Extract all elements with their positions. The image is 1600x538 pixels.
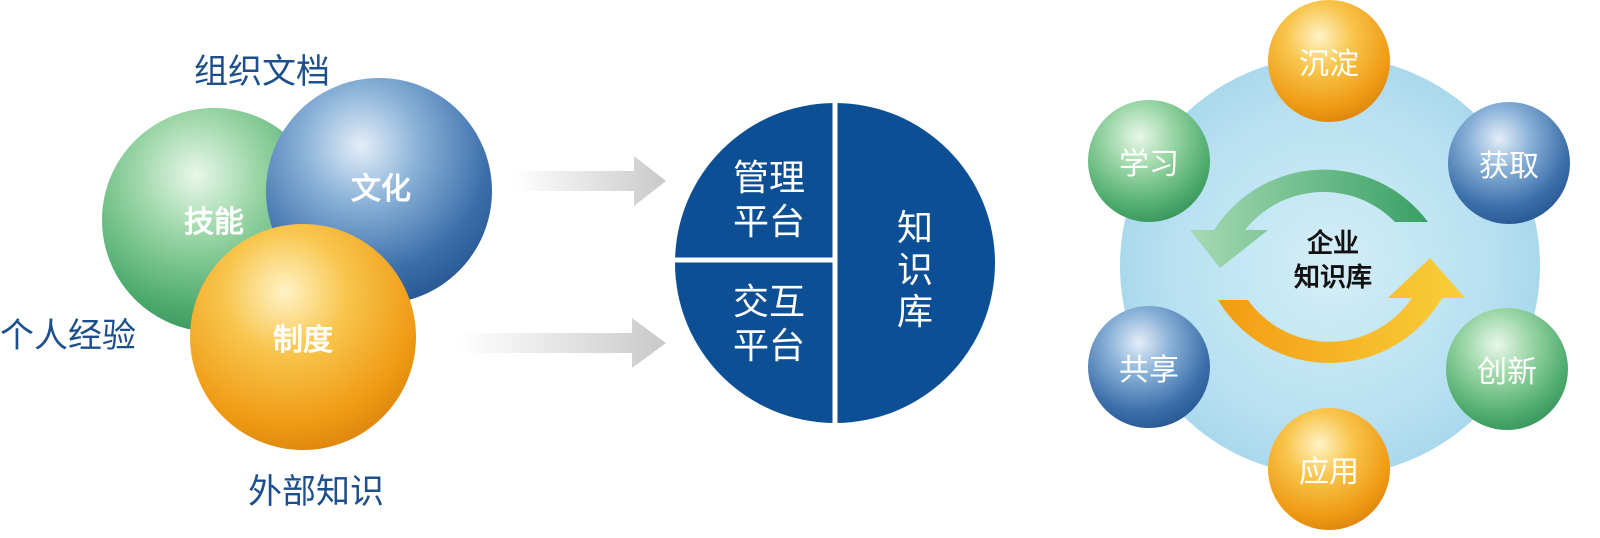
ball-innovate-label: 创新	[1477, 355, 1537, 390]
ball-deposit: 沉淀	[1268, 0, 1390, 122]
ball-learn-label: 学习	[1119, 147, 1179, 182]
ball-deposit-label: 沉淀	[1299, 47, 1359, 82]
interaction-platform-line2: 平台	[733, 326, 805, 367]
ball-acquire: 获取	[1448, 102, 1570, 224]
management-platform-line1: 管理	[733, 158, 805, 199]
sphere-system-label: 制度	[273, 323, 333, 358]
label-personal-experience: 个人经验	[0, 316, 136, 356]
ball-share-label: 共享	[1119, 353, 1179, 388]
center-label-line1: 企业	[1307, 228, 1359, 259]
label-org-docs: 组织文档	[194, 52, 330, 92]
ball-innovate: 创新	[1446, 308, 1568, 430]
arrow-upper	[514, 156, 666, 206]
knowledge-base-char1: 知	[897, 208, 933, 249]
ball-share: 共享	[1088, 306, 1210, 428]
sphere-culture-label: 文化	[351, 172, 411, 207]
knowledge-platform-circle: 管理 平台 交互 平台 知 识 库	[672, 100, 995, 426]
management-platform-line2: 平台	[733, 202, 805, 243]
knowledge-base-char2: 识	[897, 250, 933, 291]
ball-acquire-label: 获取	[1479, 149, 1539, 184]
ball-learn: 学习	[1088, 100, 1210, 222]
ball-apply: 应用	[1268, 408, 1390, 530]
ball-apply-label: 应用	[1299, 455, 1359, 490]
interaction-platform-line1: 交互	[733, 282, 805, 323]
cycle-arrows: 企业 知识库	[1190, 169, 1465, 364]
arrow-lower	[460, 318, 666, 368]
label-external-knowledge: 外部知识	[248, 472, 384, 512]
center-label-line2: 知识库	[1294, 263, 1372, 293]
sphere-system	[190, 224, 416, 450]
knowledge-base-char3: 库	[897, 292, 933, 333]
sphere-skills-label: 技能	[184, 205, 244, 240]
